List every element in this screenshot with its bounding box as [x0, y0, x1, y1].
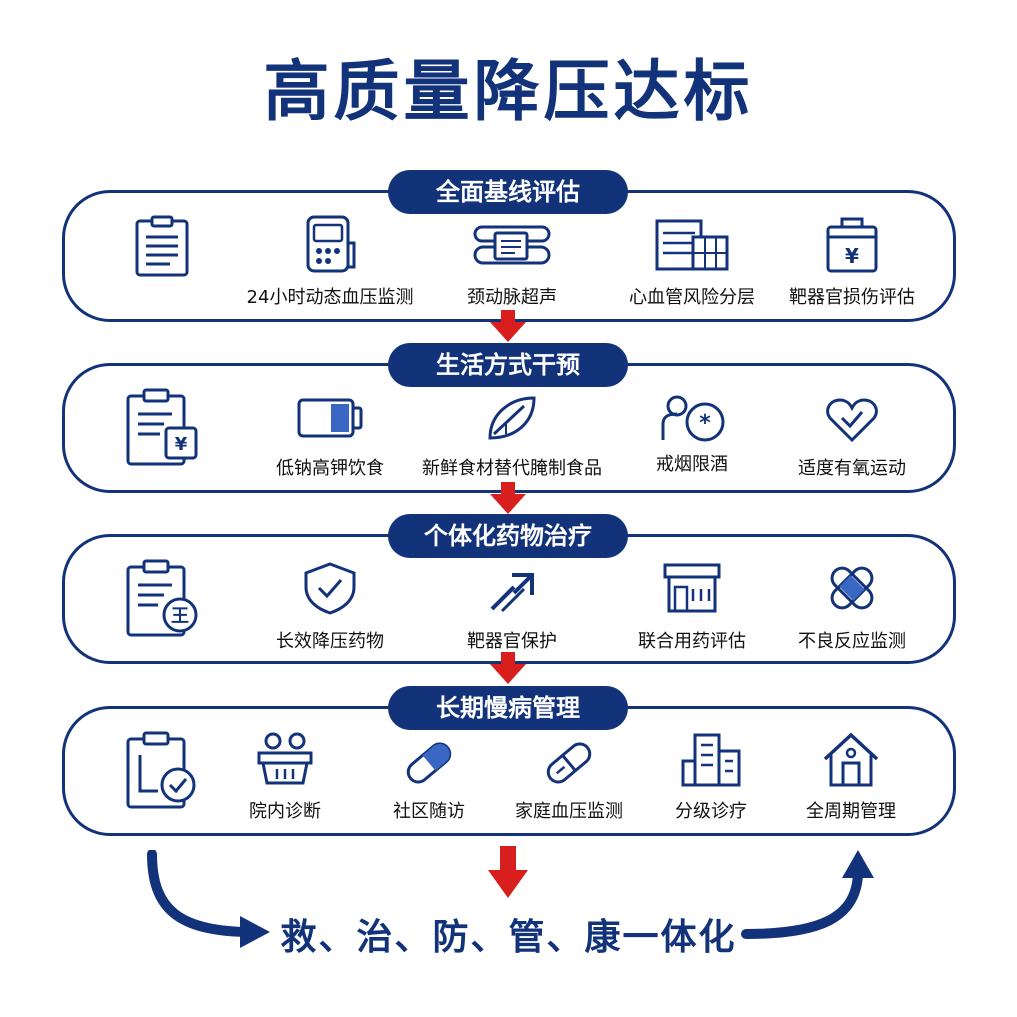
shield-check-icon [304, 562, 356, 615]
item-prescription: 王 [67, 559, 257, 639]
group-icon [257, 732, 313, 785]
heart-icon [826, 398, 878, 443]
pharmacy-icon [663, 563, 721, 613]
item-24h-bp-monitoring: 24小时动态血压监测 [235, 213, 425, 309]
item-checklist [67, 731, 257, 811]
flow-arrow-down [490, 652, 526, 684]
item-in-hospital-diagnosis: 院内诊断 [205, 731, 365, 823]
flow-arrow-down [488, 846, 528, 898]
svg-text:¥: ¥ [175, 434, 188, 455]
flow-arrow-down [490, 482, 526, 514]
item-long-acting-drugs: 长效降压药物 [235, 561, 425, 653]
bp-monitor-icon [306, 215, 356, 273]
flow-arrow-down [490, 310, 526, 342]
section-lifestyle-intervention: ¥ 低钠高钾饮食 新鲜食材替代腌制食品 * 戒烟限酒 适度有氧运 [62, 363, 956, 493]
section-header-medication: 个体化药物治疗 [388, 514, 628, 558]
item-clipboard [67, 215, 257, 277]
item-full-cycle-management: 全周期管理 [771, 731, 931, 823]
item-combination-therapy: 联合用药评估 [597, 561, 787, 653]
no-smoking-icon: * [661, 395, 725, 442]
diet-clipboard-icon: ¥ [126, 388, 198, 466]
section-header-lifestyle: 生活方式干预 [388, 343, 628, 387]
item-low-sodium-diet: 低钠高钾饮食 [235, 396, 425, 480]
item-community-follow-up: 社区随访 [349, 739, 509, 823]
section-header-baseline: 全面基线评估 [388, 170, 628, 214]
buildings-icon [681, 733, 741, 787]
item-label: 适度有氧运动 [798, 458, 906, 479]
page-title: 高质量降压达标 [263, 53, 754, 130]
svg-text:*: * [699, 411, 711, 436]
item-organ-protection: 靶器官保护 [417, 569, 607, 653]
pill-icon [406, 742, 452, 784]
item-diet-clipboard: ¥ [67, 388, 257, 468]
svg-text:王: 王 [171, 606, 189, 627]
item-label: 社区随访 [393, 801, 465, 822]
item-label: 家庭血压监测 [515, 801, 623, 822]
item-cv-risk-stratification: 心血管风险分层 [597, 217, 787, 309]
item-label: 靶器官保护 [467, 631, 557, 652]
item-carotid-ultrasound: 颈动脉超声 [417, 223, 607, 309]
arrow-up-icon [490, 573, 534, 613]
item-label: 24小时动态血压监测 [246, 287, 414, 308]
curved-arrow-left [147, 850, 270, 948]
footer-integration: 救、治、防、管、康一体化 [280, 917, 737, 958]
bandage-icon [830, 566, 874, 610]
section-chronic-disease-management: 院内诊断 社区随访 家庭血压监测 [62, 706, 956, 836]
item-fresh-food: 新鲜食材替代腌制食品 [417, 394, 607, 480]
checklist-icon [126, 731, 196, 809]
item-tiered-care: 分级诊疗 [631, 731, 791, 823]
battery-icon [297, 398, 363, 438]
item-home-bp-monitoring: 家庭血压监测 [489, 739, 649, 823]
capsule-icon [546, 742, 592, 784]
item-label: 长效降压药物 [276, 631, 384, 652]
item-label: 全周期管理 [806, 801, 896, 822]
ultrasound-icon [473, 225, 551, 265]
item-aerobic-exercise: 适度有氧运动 [757, 396, 947, 480]
curved-arrow-right [741, 850, 874, 939]
item-label: 联合用药评估 [638, 631, 746, 652]
item-label: 心血管风险分层 [629, 287, 755, 308]
svg-text:¥: ¥ [845, 244, 859, 268]
item-label: 院内诊断 [249, 801, 321, 822]
item-quit-smoking: * 戒烟限酒 [597, 390, 787, 476]
item-adverse-reaction-monitoring: 不良反应监测 [757, 561, 947, 653]
item-label: 靶器官损伤评估 [789, 287, 915, 308]
clipboard-icon [135, 215, 189, 277]
item-label: 颈动脉超声 [467, 287, 557, 308]
section-header-chronic-management: 长期慢病管理 [388, 686, 628, 730]
item-label: 分级诊疗 [675, 801, 747, 822]
leaf-icon [488, 396, 536, 440]
item-target-organ-damage: ¥ 靶器官损伤评估 [757, 213, 947, 309]
item-label: 不良反应监测 [798, 631, 906, 652]
item-label: 戒烟限酒 [656, 454, 728, 475]
item-label: 新鲜食材替代腌制食品 [422, 458, 602, 479]
item-label: 低钠高钾饮食 [276, 458, 384, 479]
risk-chart-icon [655, 219, 729, 271]
prescription-icon: 王 [126, 559, 198, 637]
yen-bag-icon: ¥ [826, 217, 878, 273]
house-icon [823, 732, 879, 787]
